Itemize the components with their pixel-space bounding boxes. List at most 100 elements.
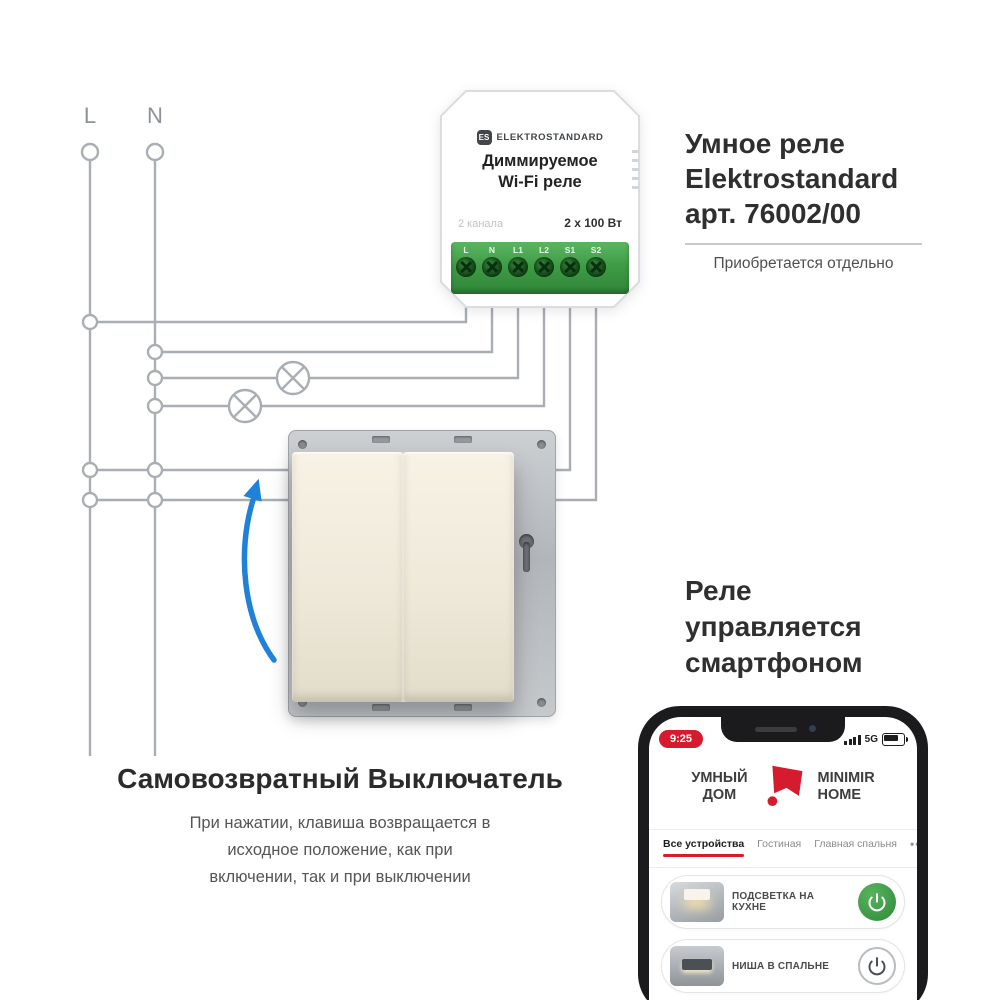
power-icon	[868, 957, 886, 976]
relay-info-line3: арт. 76002/00	[685, 198, 861, 229]
wifi-relay-device: ES ELEKTROSTANDARD Диммируемое Wi-Fi рел…	[440, 90, 640, 308]
terminal-screw-icon	[508, 257, 528, 277]
junction-circle	[146, 343, 164, 361]
switch-desc-line1: При нажатии, клавиша возвращается в	[189, 814, 491, 832]
terminal: N	[479, 245, 505, 277]
terminal: L2	[531, 245, 557, 277]
terminal-screw-icon	[534, 257, 554, 277]
junction-circle	[146, 461, 164, 479]
plate-notch	[372, 436, 390, 443]
device-card-bedroom-niche[interactable]: НИША В СПАЛЬНЕ	[661, 939, 905, 993]
phone-screen: 9:25 5G УМНЫЙ ДОМ	[649, 717, 917, 1000]
plate-hole	[537, 698, 546, 707]
app-name: УМНЫЙ ДОМ	[691, 770, 747, 804]
relay-title-line2: Wi-Fi реле	[498, 173, 582, 191]
phone-notch	[721, 717, 845, 742]
tabs-more-button[interactable]: •••	[910, 837, 917, 851]
relay-title-line1: Диммируемое	[482, 152, 598, 170]
device-label: ПОДСВЕТКА НА КУХНЕ	[732, 891, 815, 913]
switch-desc-line3: включении, так и при выключении	[209, 868, 471, 886]
battery-icon	[882, 733, 908, 746]
rocker-right	[403, 452, 514, 702]
relay-info-line2: Elektrostandard	[685, 163, 899, 194]
junction-circle	[81, 491, 99, 509]
network-label: 5G	[864, 734, 878, 745]
terminal: S1	[557, 245, 583, 277]
wire-label-n: N	[147, 103, 163, 128]
terminal-label: S1	[564, 245, 576, 255]
plate-hole	[537, 440, 546, 449]
app-name-line2: ДОМ	[702, 787, 737, 803]
battery-nub	[905, 736, 908, 742]
terminal-block: L N L1 L2 S1	[451, 242, 629, 294]
speaker-icon	[755, 727, 797, 732]
terminal-circle-l	[80, 142, 100, 162]
brand-name: MINIMIR HOME	[818, 770, 875, 804]
tabs-divider	[649, 867, 917, 868]
device-thumbnail	[670, 882, 724, 922]
smartphone-note-line3: смартфоном	[685, 647, 863, 678]
info-divider	[685, 243, 922, 245]
brand-name-line1: MINIMIR	[817, 770, 875, 786]
relay-info-block: Умное реле Elektrostandard арт. 76002/00	[685, 126, 898, 231]
relay-side-fins	[632, 150, 639, 189]
niche-light-icon	[682, 959, 712, 970]
smartphone: 9:25 5G УМНЫЙ ДОМ	[638, 706, 928, 1000]
terminal-label: N	[488, 245, 496, 255]
junction-circle	[81, 313, 99, 331]
relay-info-note: Приобретается отдельно	[713, 255, 894, 272]
device-thumbnail	[670, 946, 724, 986]
power-button-off[interactable]	[858, 947, 896, 985]
active-tab-underline	[663, 854, 745, 857]
device-card-kitchen-light[interactable]: ПОДСВЕТКА НА КУХНЕ	[661, 875, 905, 929]
tab-main-bedroom[interactable]: Главная спальня	[814, 838, 897, 850]
rocker-left	[292, 452, 404, 702]
smartphone-note-line1: Реле	[685, 575, 752, 606]
device-label: НИША В СПАЛЬНЕ	[732, 960, 830, 972]
tab-label: Все устройства	[663, 838, 745, 850]
relay-info-line1: Умное реле	[685, 128, 845, 159]
minimir-logo-icon	[767, 765, 802, 807]
terminal-screw-icon	[586, 257, 606, 277]
brand-name-line2: HOME	[817, 787, 862, 803]
app-name-line1: УМНЫЙ	[691, 770, 748, 786]
relay-specs-row: 2 канала 2 x 100 Вт	[458, 216, 622, 230]
keyhole-slot	[523, 542, 530, 572]
tab-living-room[interactable]: Гостиная	[757, 838, 802, 850]
plate-hole	[298, 440, 307, 449]
wire-terminal-l2	[155, 278, 546, 408]
status-icons: 5G	[844, 733, 908, 746]
power-button-on[interactable]	[858, 883, 896, 921]
terminal: L	[453, 245, 479, 277]
junction-circle	[81, 461, 99, 479]
terminal-label: L2	[539, 245, 549, 255]
plate-notch	[454, 704, 472, 711]
junction-circles	[80, 142, 165, 509]
tab-all-devices[interactable]: Все устройства	[663, 837, 745, 857]
header-divider	[649, 829, 917, 830]
lamp-icons	[227, 360, 311, 424]
junction-circle	[146, 397, 164, 415]
keyhole	[519, 534, 534, 549]
junction-circle	[146, 369, 164, 387]
terminal-screw-icon	[456, 257, 476, 277]
status-time-badge: 9:25	[659, 730, 703, 748]
wire-terminal-l	[90, 278, 468, 324]
terminal: L1	[505, 245, 531, 277]
app-header: УМНЫЙ ДОМ MINIMIR HOME	[649, 763, 917, 811]
smartphone-note-block: Реле управляется смартфоном	[685, 573, 863, 681]
relay-brand-row: ES ELEKTROSTANDARD	[440, 130, 640, 145]
terminal-row: L N L1 L2 S1	[453, 245, 609, 277]
smartphone-note-line2: управляется	[685, 611, 862, 642]
terminal-label: L1	[513, 245, 523, 255]
signal-bars-icon	[844, 734, 861, 745]
wall-light-icon	[684, 889, 710, 900]
relay-brand-name: ELEKTROSTANDARD	[496, 132, 604, 143]
es-logo-icon: ES	[476, 130, 492, 145]
plate-notch	[372, 704, 390, 711]
relay-power: 2 x 100 Вт	[564, 216, 622, 230]
camera-icon	[809, 725, 816, 732]
terminal-screw-icon	[482, 257, 502, 277]
switch-description: При нажатии, клавиша возвращается в исхо…	[95, 810, 585, 891]
